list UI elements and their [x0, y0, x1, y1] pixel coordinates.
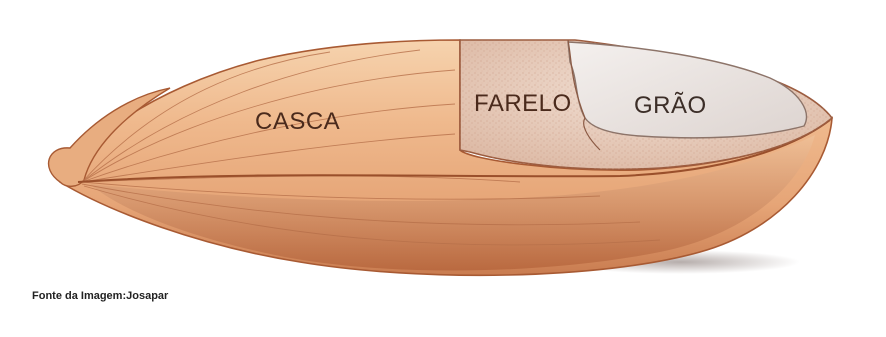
grain-kernel — [568, 42, 806, 138]
image-source-caption: Fonte da Imagem:Josapar — [32, 290, 168, 302]
husk-label: CASCA — [255, 108, 340, 136]
bran-label: FARELO — [474, 90, 572, 118]
grain-label: GRÃO — [634, 92, 707, 120]
